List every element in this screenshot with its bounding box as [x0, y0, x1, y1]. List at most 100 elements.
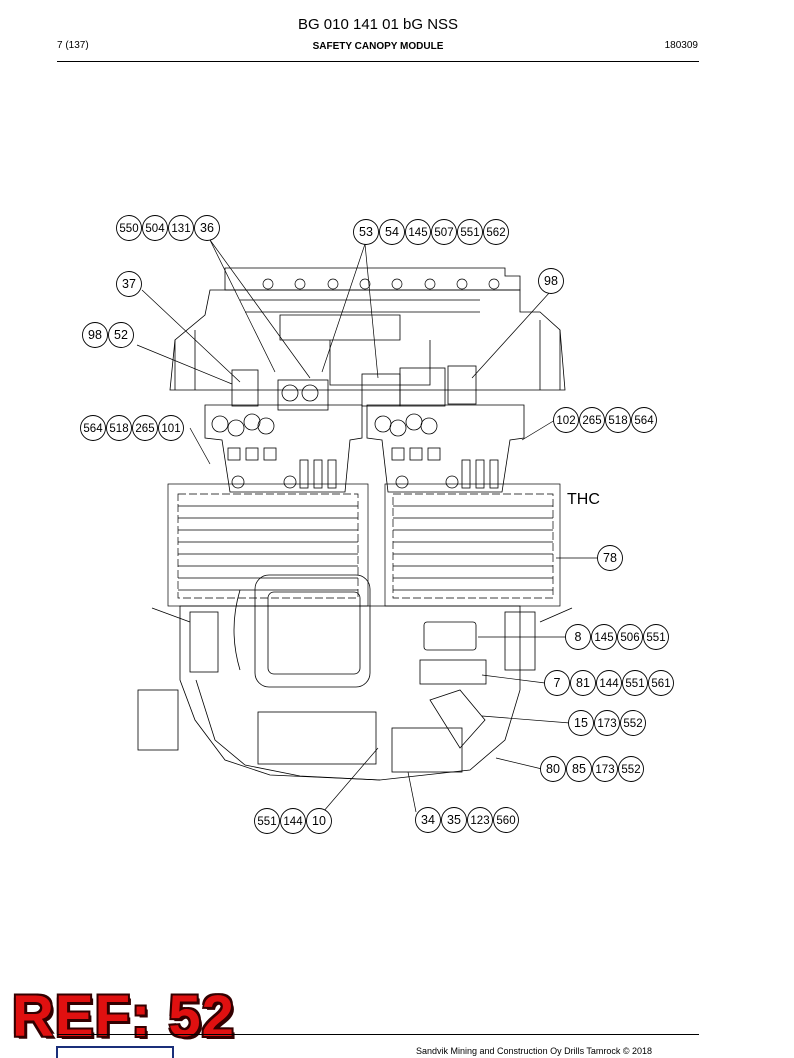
callout-number: 36: [200, 221, 214, 235]
callout-circle: [467, 807, 493, 833]
callout-circle: [254, 808, 280, 834]
leader-lines: [136, 239, 598, 813]
callout-circle: [431, 219, 457, 245]
callout-number: 10: [312, 814, 326, 828]
callout-number: 78: [603, 551, 617, 565]
callout-number: 560: [496, 815, 515, 827]
module-title: SAFETY CANOPY MODULE: [312, 41, 444, 52]
callout-circle: [596, 670, 622, 696]
callout-circle: [493, 807, 519, 833]
callout-circle: [592, 756, 618, 782]
callout-number: 551: [460, 227, 479, 239]
header-rule: [57, 61, 699, 62]
callout-circle: [106, 415, 132, 441]
callout-group-g8: 8 145 506 551: [565, 624, 669, 650]
callout-circle: [441, 807, 467, 833]
callout-circle: [379, 219, 405, 245]
callout-circle: [605, 407, 631, 433]
callout-number: 551: [625, 678, 644, 690]
callout-circle: [618, 756, 644, 782]
callout-number: 131: [171, 223, 190, 235]
callout-number: 35: [447, 813, 461, 827]
callout-number: 85: [572, 762, 586, 776]
callout-circle: [565, 624, 591, 650]
callout-number: 34: [421, 813, 435, 827]
company-logo: [56, 1046, 174, 1058]
callout-circle: [194, 215, 220, 241]
callout-number: 7: [554, 676, 561, 690]
callout-circle: [622, 670, 648, 696]
callout-circle: [142, 215, 168, 241]
callout-number: 37: [122, 277, 136, 291]
callout-number: 98: [88, 328, 102, 342]
callout-circle: [594, 710, 620, 736]
roof-bolts: [262, 278, 500, 290]
callout-circle: [483, 219, 509, 245]
callout-circle: [538, 268, 564, 294]
callout-circle: [568, 710, 594, 736]
callout-circle: [353, 219, 379, 245]
callout-number: 8: [575, 630, 582, 644]
callout-circle: [540, 756, 566, 782]
callout-circle: [280, 808, 306, 834]
footer-copyright: Sandvik Mining and Construction Oy Drill…: [416, 1046, 653, 1056]
callout-number: 551: [646, 632, 665, 644]
callout-number: 265: [582, 415, 601, 427]
callout-circle: [415, 807, 441, 833]
callout-number: 173: [597, 718, 616, 730]
callout-circle: [108, 322, 134, 348]
callout-circle: [620, 710, 646, 736]
callout-number: 145: [408, 227, 427, 239]
callout-group-g37: 37: [116, 271, 142, 297]
callout-circle: [306, 808, 332, 834]
callout-circle: [168, 215, 194, 241]
callout-circle: [566, 756, 592, 782]
callout-number: 506: [620, 632, 639, 644]
callout-number: 98: [544, 274, 558, 288]
callout-number: 52: [114, 328, 128, 342]
callout-number: 15: [574, 716, 588, 730]
callout-group-g78: 78: [597, 545, 623, 571]
callout-number: 144: [599, 678, 619, 690]
callout-circle: [579, 407, 605, 433]
callout-number: 145: [594, 632, 613, 644]
callout-number: 53: [359, 225, 373, 239]
thc-label: THC: [567, 491, 600, 508]
callout-circle: [570, 670, 596, 696]
page-number: 7 (137): [57, 40, 89, 51]
callout-number: 551: [257, 816, 276, 828]
callout-circle: [82, 322, 108, 348]
callout-group-g550: 550 504 131 36: [116, 215, 220, 241]
callout-number: 81: [576, 676, 590, 690]
callout-circle: [648, 670, 674, 696]
callout-circle: [617, 624, 643, 650]
floor-grating: [167, 483, 561, 607]
callout-number: 173: [595, 764, 614, 776]
callout-circle: [643, 624, 669, 650]
callout-circle: [405, 219, 431, 245]
callout-number: 562: [486, 227, 505, 239]
gauge-housing: [231, 365, 477, 411]
footer-rule: [57, 1034, 699, 1035]
callout-circle: [591, 624, 617, 650]
callout-number: 550: [119, 223, 138, 235]
callout-circle: [544, 670, 570, 696]
callout-group-g98r: 98: [538, 268, 564, 294]
callout-number: 507: [434, 227, 453, 239]
callout-number: 102: [556, 415, 575, 427]
ref-stamp: REF: 52: [12, 984, 235, 1049]
callout-number: 552: [621, 764, 640, 776]
callout-number: 101: [161, 423, 180, 435]
callout-number: 504: [145, 223, 165, 235]
callout-circle: [116, 271, 142, 297]
